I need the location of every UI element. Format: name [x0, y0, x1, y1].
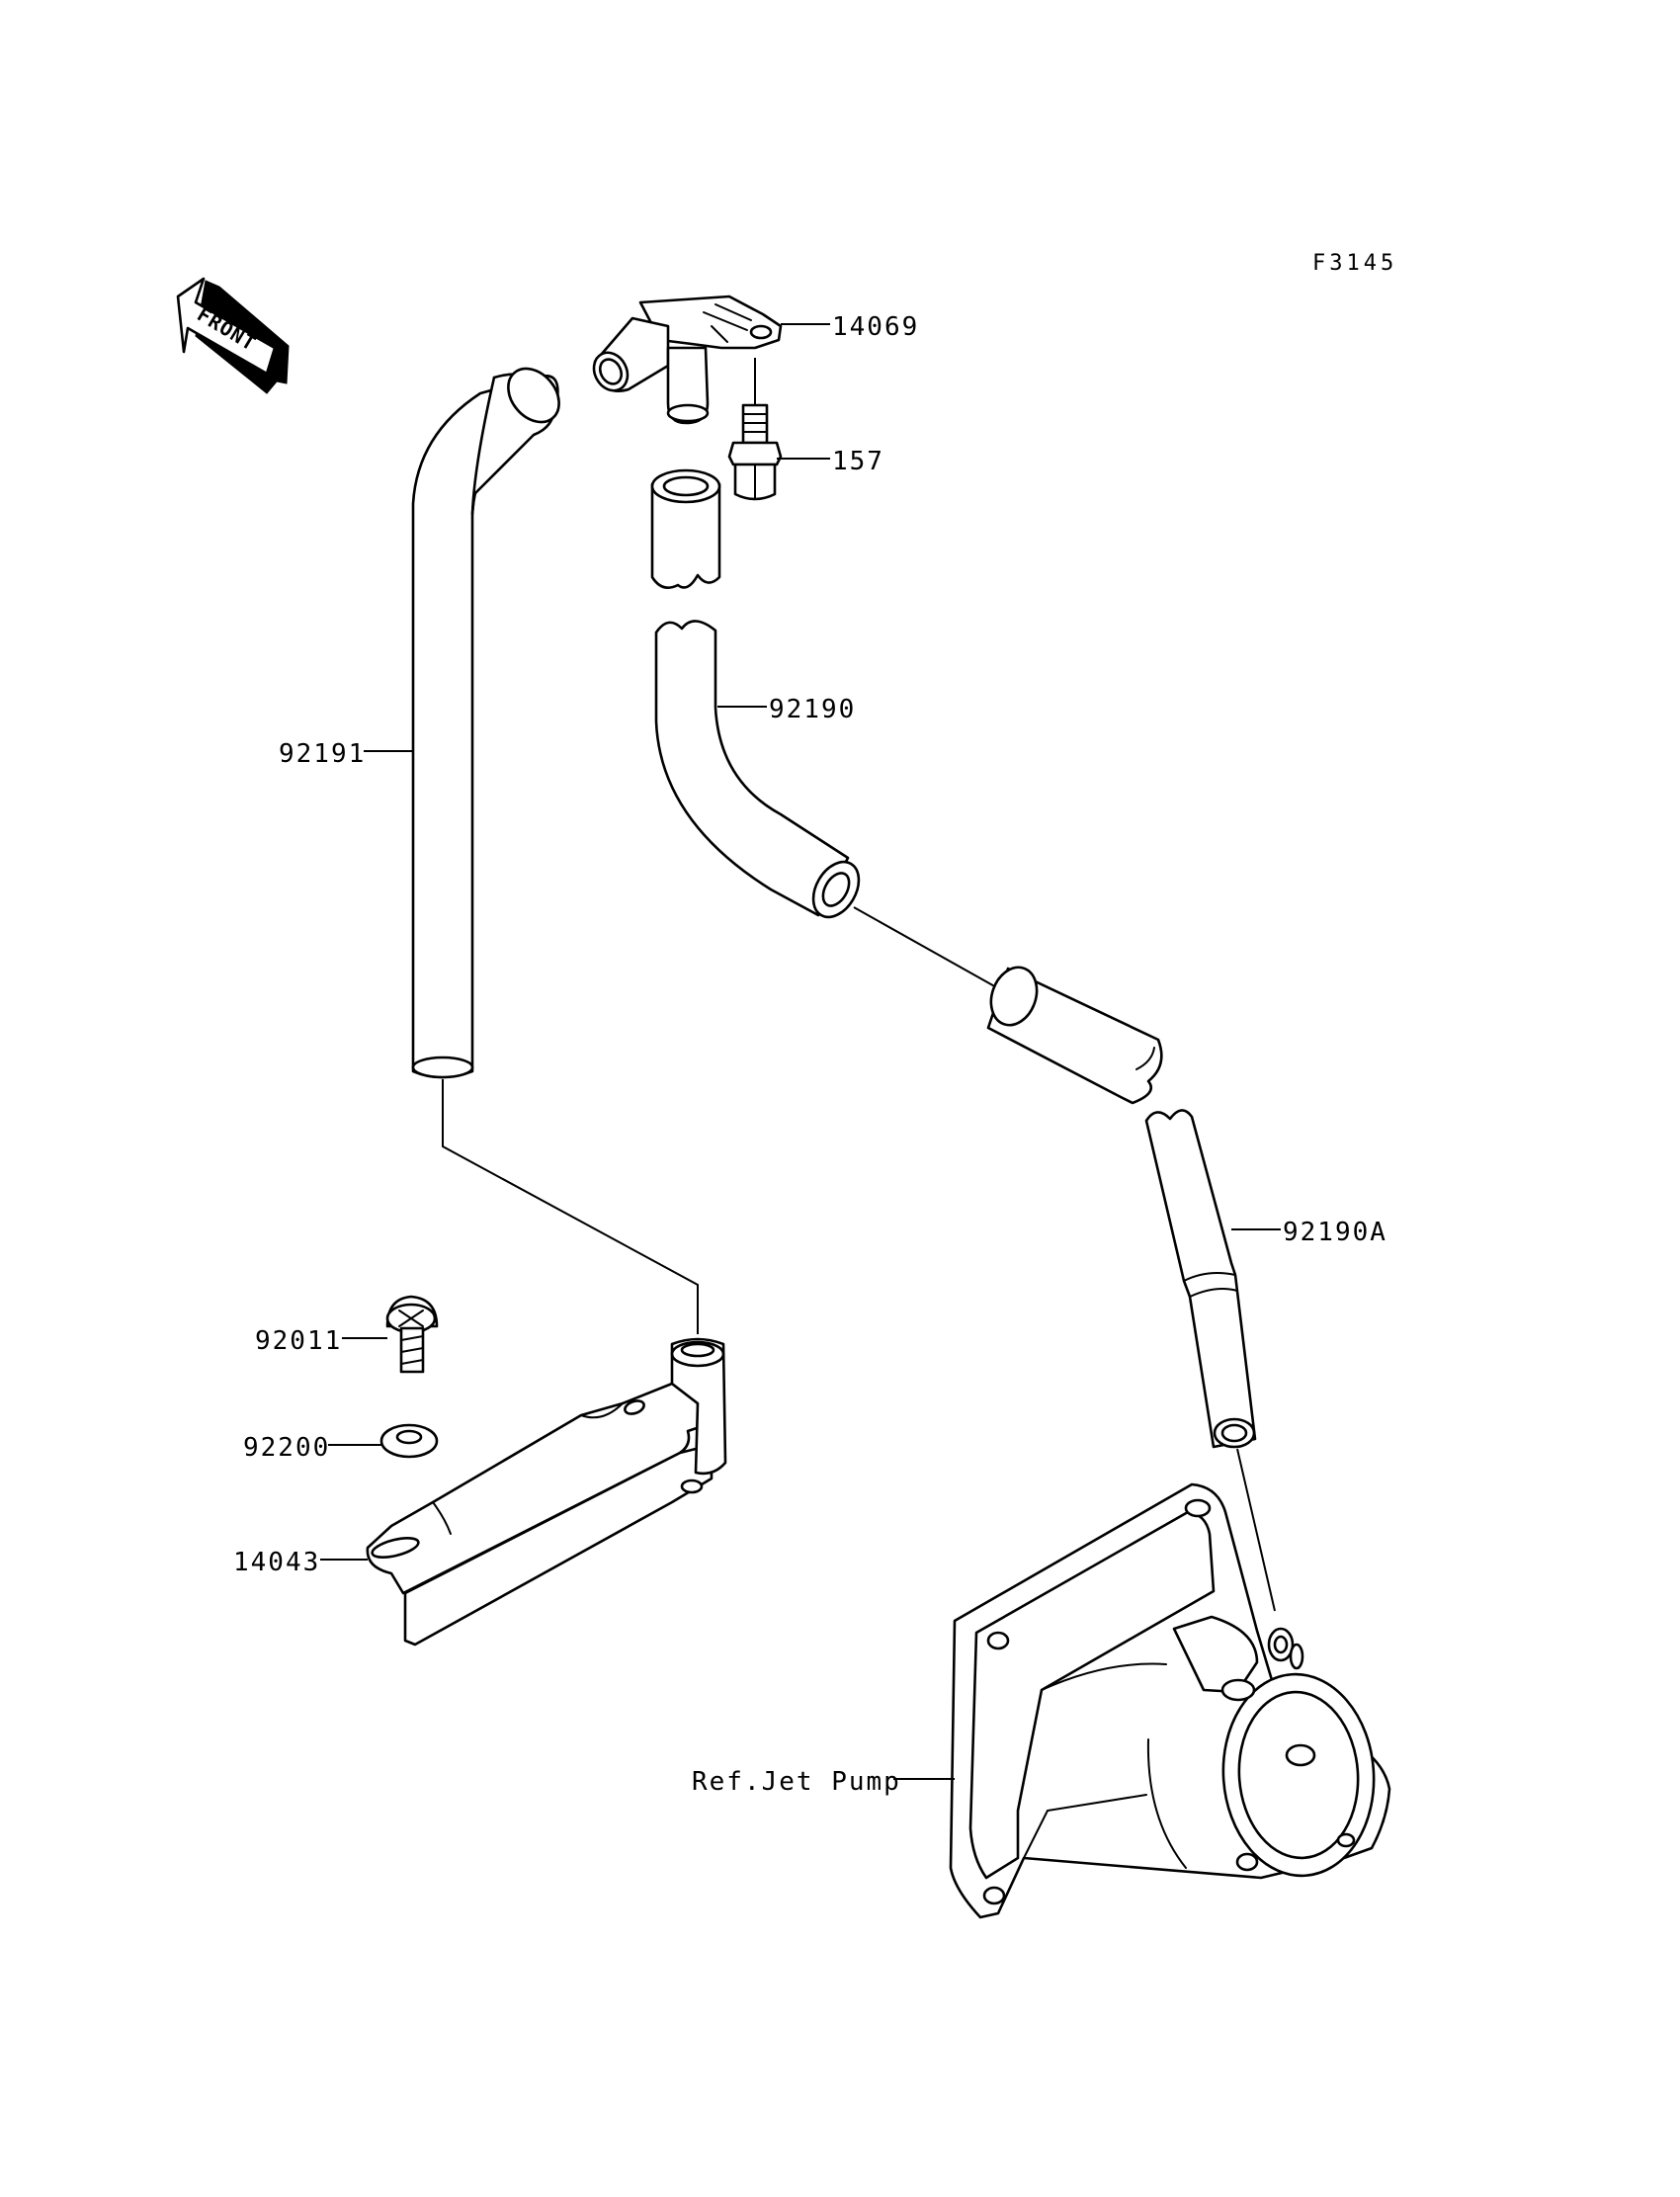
- label-92191: 92191: [279, 739, 366, 769]
- hose-92190-middle-piece: [986, 966, 1163, 1105]
- label-14069: 14069: [832, 312, 919, 342]
- front-arrow-icon: FRONT: [176, 277, 290, 394]
- hose-92190: [654, 620, 861, 919]
- hose-92191: [411, 367, 560, 1079]
- jet-pump-reference: [949, 1482, 1391, 1919]
- label-157: 157: [832, 447, 884, 476]
- fitting-14069: [592, 295, 783, 425]
- label-14043: 14043: [233, 1548, 320, 1577]
- hose-92190-upper-piece: [650, 468, 721, 589]
- bracket-14043: [366, 1337, 727, 1647]
- label-92200: 92200: [243, 1433, 330, 1463]
- grommet-92200: [379, 1423, 439, 1459]
- label-92011: 92011: [255, 1326, 342, 1356]
- bolt-157: [727, 403, 783, 501]
- figure-code: F3145: [1312, 251, 1397, 276]
- screw-92011: [385, 1295, 439, 1374]
- label-92190: 92190: [769, 695, 856, 724]
- hose-92190A: [1144, 1109, 1257, 1449]
- label-ref-jet-pump: Ref.Jet Pump: [692, 1767, 901, 1797]
- label-92190A: 92190A: [1283, 1218, 1387, 1247]
